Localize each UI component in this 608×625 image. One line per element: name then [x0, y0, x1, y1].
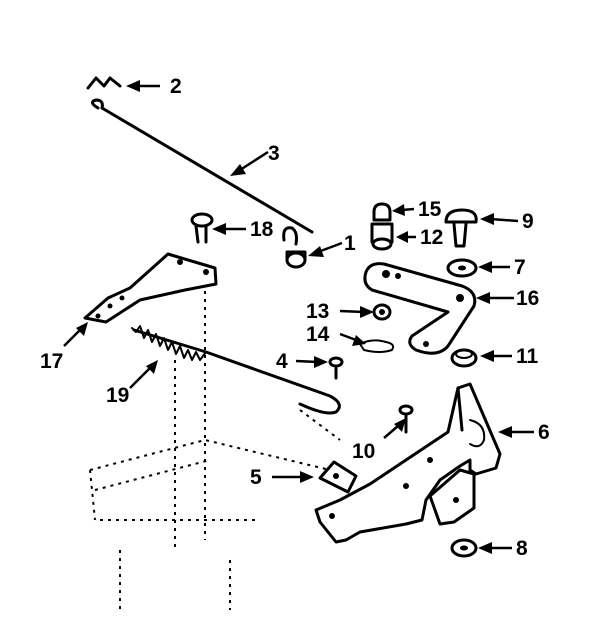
part-18-bolt [190, 212, 214, 244]
callout-13: 13 [306, 300, 329, 323]
callout-1: 1 [344, 232, 356, 255]
callout-17: 17 [40, 350, 63, 373]
part-12-stud [370, 222, 394, 251]
leader-lines [63, 80, 534, 554]
part-9-bolt [444, 208, 478, 248]
callout-2: 2 [170, 75, 182, 98]
callout-18: 18 [250, 218, 274, 241]
part-8-washer [450, 538, 478, 558]
callout-3: 3 [268, 142, 280, 165]
callout-12: 12 [420, 226, 443, 249]
callout-14: 14 [306, 323, 330, 346]
callout-labels: 2 3 18 1 15 12 9 7 16 13 14 11 4 17 19 6… [40, 75, 550, 560]
part-10-screw [398, 404, 414, 434]
part-5-clip [318, 460, 358, 494]
part-4-screw [328, 356, 344, 380]
part-2-clip [86, 76, 122, 90]
callout-11: 11 [516, 345, 539, 368]
callout-5: 5 [250, 466, 262, 489]
part-13-nut [372, 303, 392, 321]
part-14-pin [359, 339, 395, 353]
part-3-rod [91, 98, 314, 234]
part-11-nut [450, 348, 478, 368]
part-1-connector [282, 226, 307, 269]
part-17-bracket [83, 252, 218, 324]
part-19-spring [131, 325, 341, 415]
callout-9: 9 [522, 210, 534, 233]
callout-10: 10 [352, 440, 375, 463]
phantom-frame [89, 275, 341, 610]
part-6-main-bracket [314, 382, 502, 544]
part-15-cap [372, 202, 392, 222]
callout-4: 4 [276, 350, 288, 373]
callout-15: 15 [418, 198, 442, 221]
callout-6: 6 [538, 421, 550, 444]
callout-8: 8 [516, 537, 528, 560]
part-7-washer [446, 258, 478, 278]
part-16-lever [363, 262, 477, 355]
callout-19: 19 [106, 384, 129, 407]
callout-7: 7 [514, 256, 526, 279]
callout-16: 16 [516, 287, 539, 310]
